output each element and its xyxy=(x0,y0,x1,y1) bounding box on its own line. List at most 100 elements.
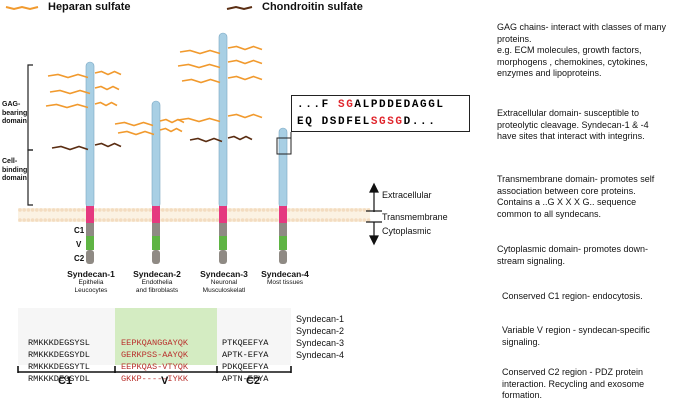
gag-chain xyxy=(227,45,263,51)
chondroitin-legend-label: Chondroitin sulfate xyxy=(262,1,363,13)
lipid-head xyxy=(316,208,321,212)
gag-chain xyxy=(94,85,120,91)
lipid-head xyxy=(324,208,329,212)
lipid-head xyxy=(329,218,333,222)
alignment-axis xyxy=(17,366,292,373)
lipid-head xyxy=(232,218,236,222)
gag-chain xyxy=(227,113,263,119)
lipid-head xyxy=(190,208,194,212)
lipid-head xyxy=(257,208,262,212)
transmembrane-segment xyxy=(86,206,94,223)
lipid-head xyxy=(249,218,253,222)
c1-segment xyxy=(219,223,227,236)
lipid-head xyxy=(106,208,110,212)
lipid-head xyxy=(93,218,98,222)
lipid-head xyxy=(215,218,220,222)
legend-swatches xyxy=(5,5,253,11)
c2-segment xyxy=(152,250,160,264)
gag-chain xyxy=(47,73,89,79)
gag-chain xyxy=(51,145,89,151)
v-shade xyxy=(115,308,217,365)
lipid-head xyxy=(72,218,77,222)
lipid-head xyxy=(72,208,77,212)
c1-region-box: Conserved C1 region- endocytosis. xyxy=(490,280,675,315)
gag-chain xyxy=(227,135,253,141)
gag-chain xyxy=(117,130,155,136)
lipid-head xyxy=(236,208,241,212)
lipid-head xyxy=(253,218,257,222)
lipid-head xyxy=(26,208,31,212)
gag-chain xyxy=(94,70,122,76)
lipid-head xyxy=(177,218,182,222)
syndecan-4-core xyxy=(278,127,288,264)
lipid-head xyxy=(114,208,119,212)
lipid-head xyxy=(249,208,253,212)
lipid-head xyxy=(77,208,81,212)
c1-shade xyxy=(18,308,115,365)
lipid-head xyxy=(236,218,241,222)
v-segment xyxy=(219,236,227,250)
syndecan-3-core xyxy=(218,32,228,264)
lipid-head xyxy=(127,208,131,212)
lipid-head xyxy=(333,208,337,212)
lipid-head xyxy=(119,208,123,212)
lipid-head xyxy=(135,208,140,212)
lipid-head xyxy=(148,218,152,222)
lipid-head xyxy=(102,218,106,222)
lipid-head xyxy=(261,208,266,212)
lipid-head xyxy=(60,208,64,212)
c2-segment xyxy=(86,250,94,264)
lipid-head xyxy=(232,208,236,212)
lipid-head xyxy=(119,218,123,222)
lipid-head xyxy=(123,208,127,212)
lipid-head xyxy=(148,208,152,212)
lipid-head xyxy=(47,218,52,222)
c1-segment xyxy=(86,223,94,236)
lipid-head xyxy=(182,208,186,212)
lipid-head xyxy=(30,218,35,222)
extracellular-core xyxy=(218,32,228,209)
lipid-head xyxy=(81,218,85,222)
lipid-head xyxy=(39,208,43,212)
lipid-head xyxy=(303,218,308,222)
lipid-head xyxy=(110,218,115,222)
lipid-head xyxy=(77,218,81,222)
gag-chain xyxy=(177,63,221,69)
lipid-head xyxy=(30,208,35,212)
heparan-legend-label: Heparan sulfate xyxy=(48,1,131,13)
lipid-head xyxy=(169,218,173,222)
lipid-head xyxy=(93,208,98,212)
cytoplasmic-domain-text: Cytoplasmic domain- promotes down-stream… xyxy=(497,244,649,266)
syndecan-2-core xyxy=(151,100,161,264)
lipid-head xyxy=(320,208,325,212)
lipid-head xyxy=(354,208,358,212)
syndecan-3-label: Syndecan-3 Neuronal Musculoskelatl xyxy=(200,269,248,294)
c2-segment xyxy=(279,250,287,264)
lipid-head xyxy=(358,208,363,212)
lipid-head xyxy=(190,218,194,222)
syndecan-2-label: Syndecan-2 Endothelia and fibroblasts xyxy=(133,269,181,294)
c2-region-text: Conserved C2 region - PDZ protein intera… xyxy=(502,367,645,400)
lipid-head xyxy=(35,208,39,212)
transmembrane-domain-box: Transmembrane domain- promotes self asso… xyxy=(490,169,675,227)
lipid-head xyxy=(291,208,295,212)
lipid-head xyxy=(161,218,165,222)
lipid-head xyxy=(366,218,371,222)
lipid-head xyxy=(56,218,60,222)
gag-chain xyxy=(189,137,223,143)
lipid-head xyxy=(354,218,358,222)
lipid-head xyxy=(207,208,211,212)
lipid-head xyxy=(169,208,173,212)
lipid-head xyxy=(341,208,346,212)
lipid-head xyxy=(240,218,245,222)
gag-chain xyxy=(94,101,118,107)
lipid-head xyxy=(98,218,102,222)
extracellular-domain-text: Extracellular domain- susceptible to pro… xyxy=(497,108,649,141)
c2-region-box: Conserved C2 region - PDZ protein intera… xyxy=(490,362,675,402)
lipid-head xyxy=(240,208,245,212)
lipid-head xyxy=(131,218,136,222)
